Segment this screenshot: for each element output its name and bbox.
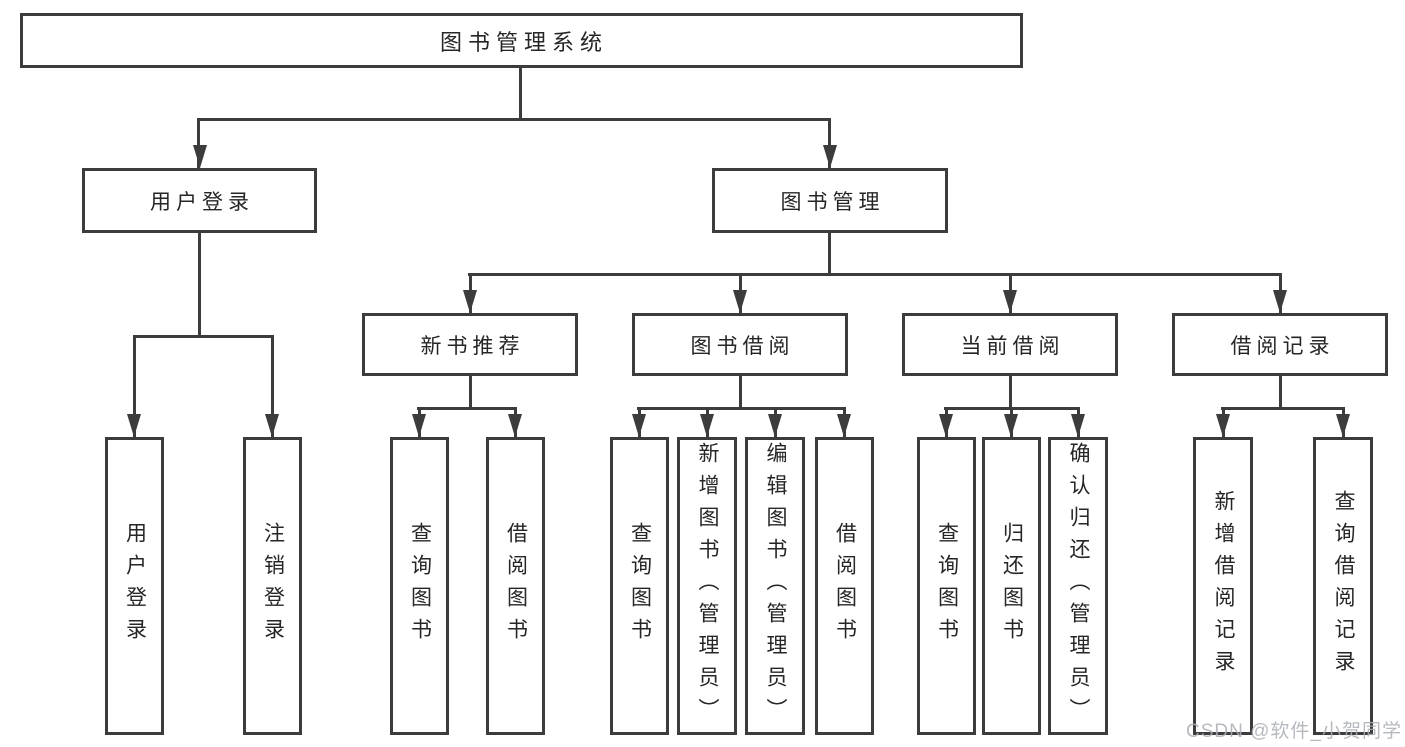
leaf-user-login: 用户登录 [105,437,164,735]
leaf-borrow-add-books-admin: 新增图书（管理员） [677,437,737,735]
arrowhead-current-borrow-icon [1003,290,1017,313]
node-book-management: 图书管理 [712,168,948,233]
leaf-current-return-books: 归还图书 [982,437,1041,735]
leaf-recommend-borrow-books: 借阅图书 [486,437,545,735]
arrowhead-leaf-cb-return-icon [1004,414,1018,437]
arrowhead-book-borrow-icon [733,290,747,313]
node-root: 图书管理系统 [20,13,1023,68]
connector-new-book-trunk [469,374,472,410]
arrowhead-borrow-record-icon [1273,290,1287,313]
arrowhead-leaf-br-query-icon [1336,414,1350,437]
arrowhead-leaf-bb-edit-icon [768,414,782,437]
connector-borrow-record-rail [1221,407,1345,410]
leaf-logout: 注销登录 [243,437,302,735]
connector-new-book-rail [417,407,517,410]
connector-level2-rail [197,118,831,121]
arrowhead-leaf-nb-borrow-icon [508,414,522,437]
arrowhead-leaf-bb-add-icon [700,414,714,437]
arrowhead-leaf-bb-borrow-icon [837,414,851,437]
node-new-book-recommend: 新书推荐 [362,313,578,376]
csdn-watermark: CSDN @软件_小贺同学 [1186,721,1402,742]
connector-current-borrow-trunk [1009,374,1012,410]
connector-book-mgmt-drop [828,118,831,168]
node-book-borrow: 图书借阅 [632,313,848,376]
connector-leaf-user-login-drop [133,335,136,437]
arrowhead-user-login-icon [193,145,207,168]
connector-user-login-trunk [198,231,201,336]
arrowhead-leaf-nb-query-icon [412,414,426,437]
arrowhead-leaf-logout-icon [265,414,279,437]
arrowhead-leaf-cb-query-icon [939,414,953,437]
leaf-record-add-borrow-record: 新增借阅记录 [1193,437,1253,735]
arrowhead-leaf-user-login-icon [127,414,141,437]
leaf-current-query-books: 查询图书 [917,437,976,735]
connector-user-login-drop [197,118,200,168]
arrowhead-leaf-bb-query-icon [632,414,646,437]
leaf-record-query-borrow-record: 查询借阅记录 [1313,437,1373,735]
leaf-borrow-query-books: 查询图书 [610,437,669,735]
node-current-borrow: 当前借阅 [902,313,1118,376]
leaf-recommend-query-books: 查询图书 [390,437,449,735]
node-borrow-record: 借阅记录 [1172,313,1388,376]
node-user-login: 用户登录 [82,168,317,233]
leaf-current-confirm-return-admin: 确认归还（管理员） [1048,437,1108,735]
arrowhead-leaf-cb-confirm-icon [1071,414,1085,437]
arrowhead-book-mgmt-icon [823,145,837,168]
leaf-borrow-edit-books-admin: 编辑图书（管理员） [745,437,805,735]
connector-leaf-logout-drop [271,335,274,437]
connector-borrow-record-trunk [1279,374,1282,410]
connector-book-borrow-trunk [739,374,742,410]
connector-book-borrow-rail [637,407,846,410]
connector-book-mgmt-trunk [828,231,831,275]
arrowhead-leaf-br-add-icon [1216,414,1230,437]
connector-root-trunk [519,67,522,120]
leaf-borrow-borrow-books: 借阅图书 [815,437,874,735]
connector-level3-rail [468,273,1282,276]
arrowhead-new-book-icon [463,290,477,313]
connector-user-login-rail [133,335,273,338]
